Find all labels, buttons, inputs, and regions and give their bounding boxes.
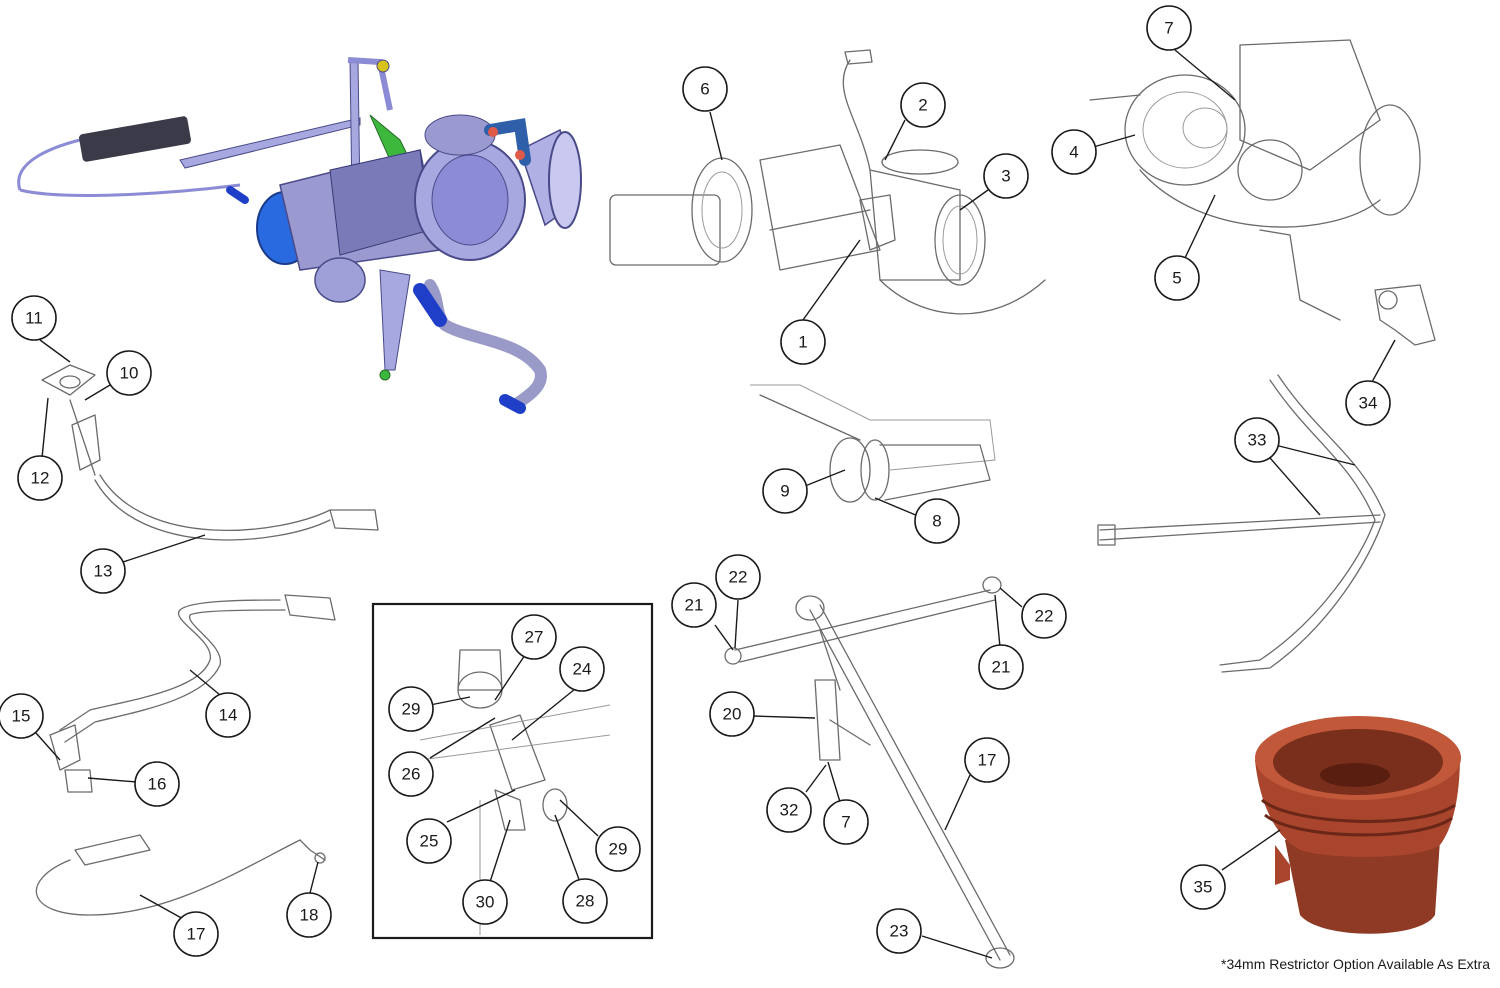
svg-text:29: 29 [609,840,628,859]
restrictor-render [1255,716,1461,934]
callout-7-bottom: 7 [823,799,869,845]
svg-text:13: 13 [94,562,113,581]
callout-30: 30 [462,879,508,925]
leader-lines [35,49,1396,959]
callout-10: 10 [106,350,152,396]
svg-text:28: 28 [576,892,595,911]
svg-text:20: 20 [723,705,742,724]
svg-text:16: 16 [148,775,167,794]
svg-text:17: 17 [978,751,997,770]
svg-text:11: 11 [25,309,43,328]
callout-21-right: 21 [978,644,1024,690]
svg-text:29: 29 [402,700,421,719]
callout-21-left: 21 [671,582,717,628]
svg-text:22: 22 [729,568,748,587]
svg-text:26: 26 [402,765,421,784]
clevis-part [1374,284,1436,346]
callout-9: 9 [762,468,808,514]
callout-22-left: 22 [715,554,761,600]
callout-15: 15 [0,693,44,739]
oil-drain-line [49,594,336,793]
svg-text:12: 12 [31,469,50,488]
callout-33: 33 [1234,417,1280,463]
svg-text:7: 7 [1164,19,1173,38]
svg-text:10: 10 [120,364,139,383]
restrictor-detail [750,384,996,503]
svg-text:25: 25 [420,832,439,851]
svg-text:27: 27 [525,628,544,647]
callout-20: 20 [709,691,755,737]
callout-28: 28 [562,878,608,924]
svg-text:22: 22 [1035,607,1054,626]
svg-text:35: 35 [1194,878,1213,897]
svg-text:30: 30 [476,893,495,912]
callout-35: 35 [1180,864,1226,910]
callout-4: 4 [1051,129,1097,175]
callout-29-top: 29 [388,686,434,732]
callout-11: 11 [11,295,57,341]
oil-feed-line [41,364,379,541]
callout-29-bottom: 29 [595,826,641,872]
turbo-assembly-render [17,57,582,414]
callout-34: 34 [1345,380,1391,426]
callout-32: 32 [766,787,812,833]
callout-14: 14 [205,692,251,738]
callout-22-right: 22 [1021,593,1067,639]
callout-2: 2 [900,82,946,128]
svg-text:21: 21 [685,596,704,615]
rod-linkage [724,576,1015,969]
svg-text:21: 21 [992,658,1011,677]
callout-7-top: 7 [1146,5,1192,51]
restrictor-footnote: *34mm Restrictor Option Available As Ext… [1221,956,1490,972]
svg-text:14: 14 [219,706,238,725]
callout-23: 23 [876,908,922,954]
svg-text:4: 4 [1069,143,1078,162]
callout-26: 26 [388,751,434,797]
svg-text:1: 1 [798,333,807,352]
svg-text:33: 33 [1248,431,1267,450]
turbo-outline-top-middle [609,49,1046,315]
svg-text:7: 7 [841,813,850,832]
callout-18: 18 [286,892,332,938]
svg-text:9: 9 [780,482,789,501]
callout-6: 6 [682,66,728,112]
svg-text:23: 23 [890,922,909,941]
svg-text:15: 15 [12,707,31,726]
svg-text:6: 6 [700,80,709,99]
callout-13: 13 [80,548,126,594]
right-rod [1097,374,1386,673]
callout-1: 1 [780,319,826,365]
callout-17-left: 17 [173,911,219,957]
callout-3: 3 [983,153,1029,199]
turbo-outline-top-right [1089,39,1421,321]
callout-24: 24 [559,646,605,692]
svg-text:8: 8 [932,512,941,531]
svg-text:2: 2 [918,96,927,115]
svg-text:3: 3 [1001,167,1010,186]
callout-12: 12 [17,455,63,501]
callout-25: 25 [406,818,452,864]
svg-text:5: 5 [1172,269,1181,288]
callout-27: 27 [511,614,557,660]
svg-text:34: 34 [1359,394,1378,413]
callout-16: 16 [134,761,180,807]
svg-text:24: 24 [573,660,592,679]
svg-text:18: 18 [300,906,319,925]
svg-text:32: 32 [780,801,799,820]
callout-8: 8 [914,498,960,544]
sensor-cable [35,834,326,916]
svg-text:17: 17 [187,925,206,944]
callout-17-right: 17 [964,737,1010,783]
callout-5: 5 [1154,255,1200,301]
